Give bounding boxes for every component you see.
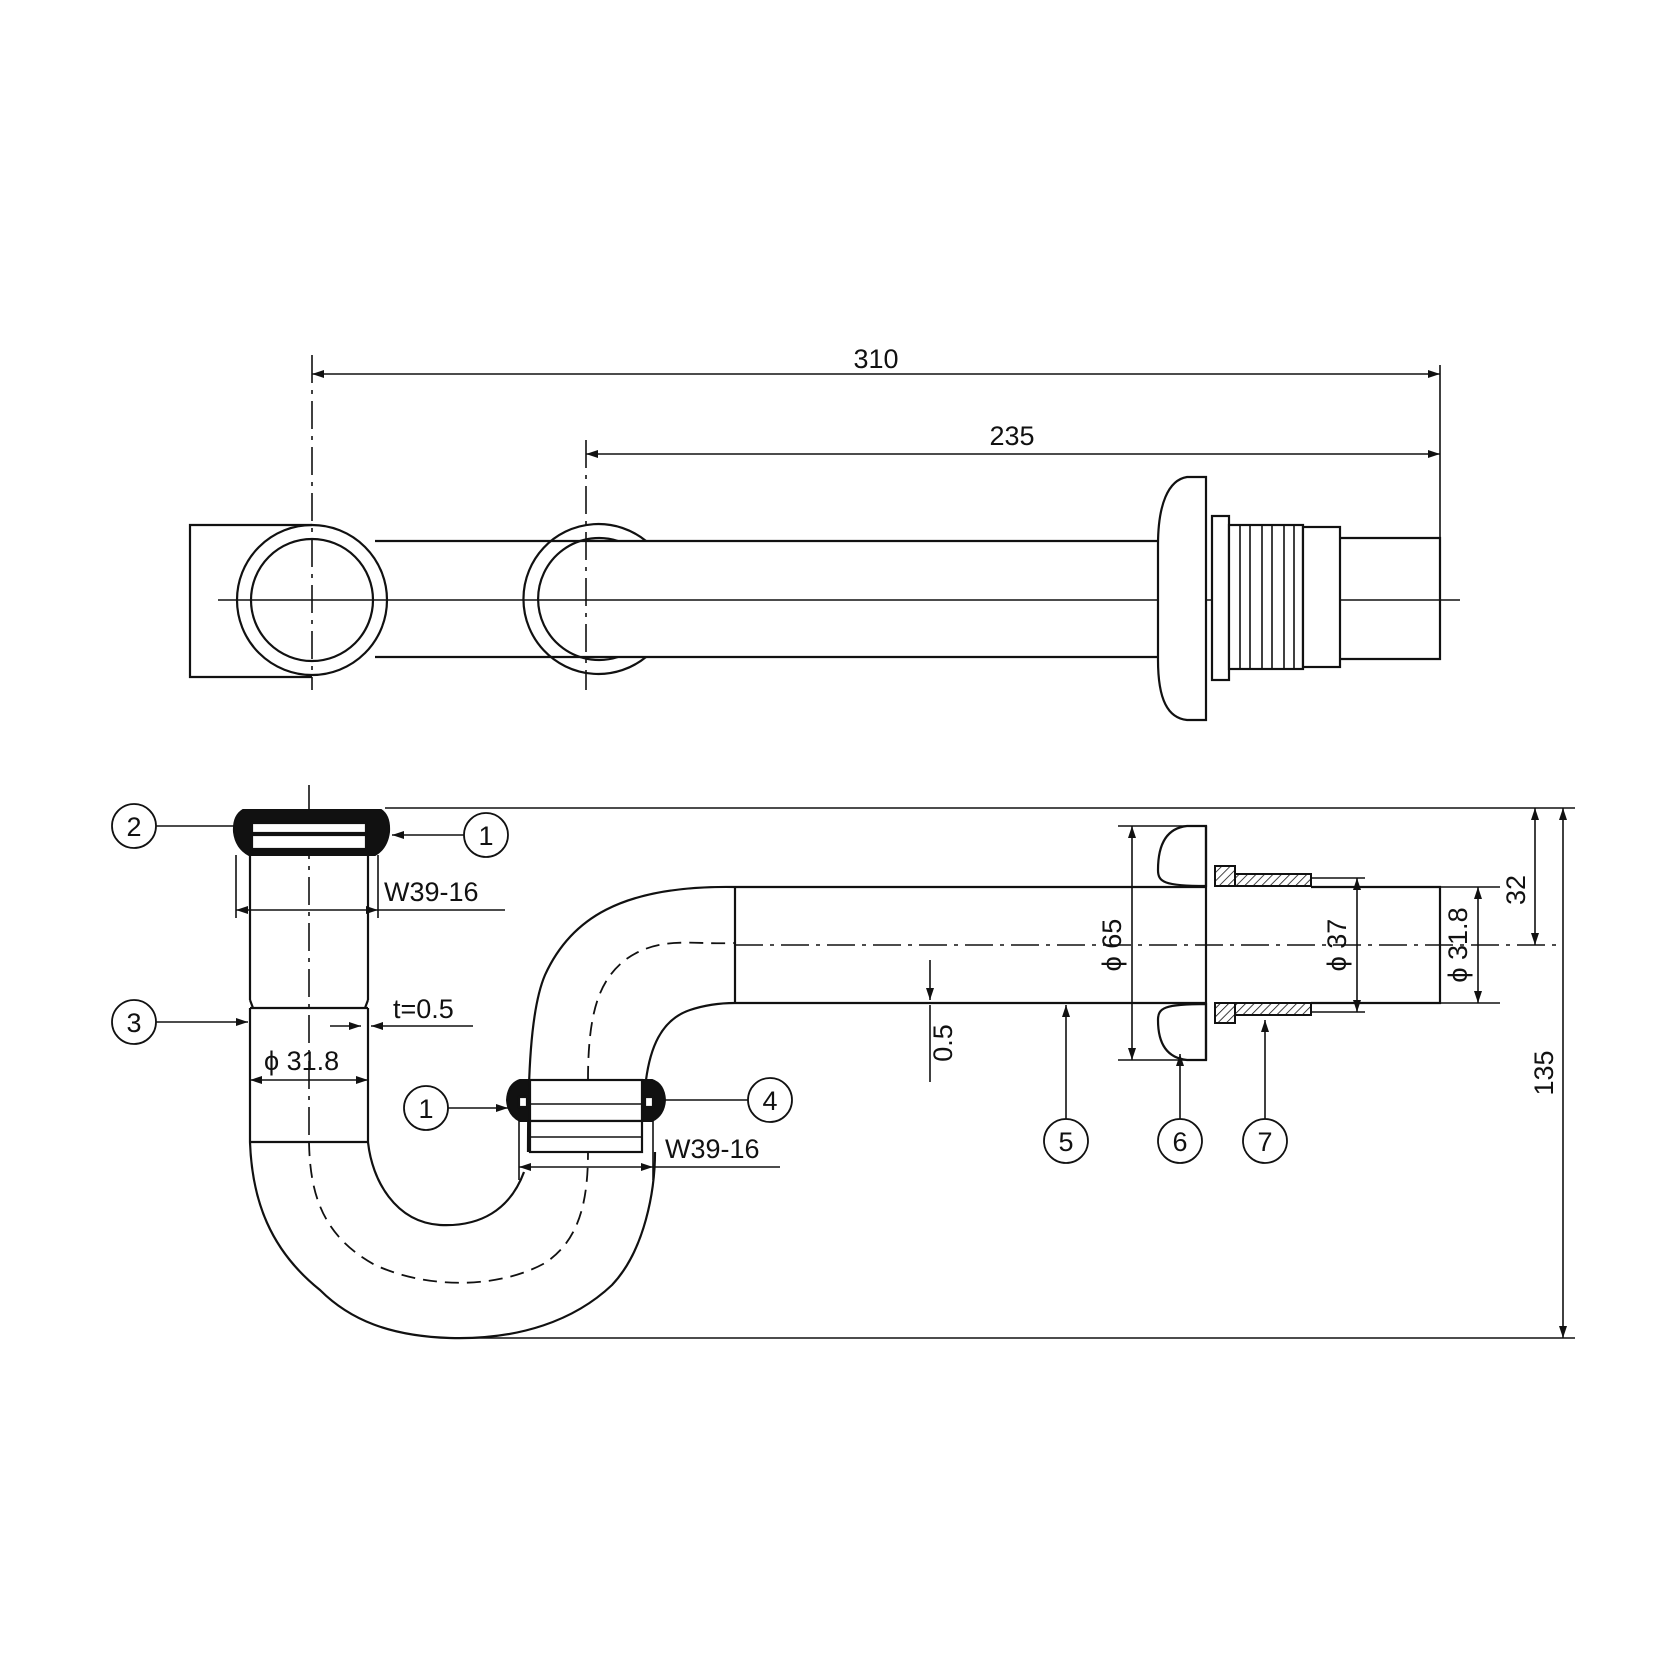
callout-3: 3 <box>111 999 248 1045</box>
top-view: 310 235 <box>188 344 1460 722</box>
j-bend-inner <box>366 1141 526 1227</box>
dim-135-label: 135 <box>1529 1050 1559 1095</box>
dim-t-label: t=0.5 <box>393 994 454 1024</box>
dim-inlet-thread-label: W39-16 <box>384 877 479 907</box>
inlet-tube-step <box>248 999 370 1009</box>
svg-text:7: 7 <box>1257 1127 1272 1157</box>
slip-nut-mid-body <box>528 1078 644 1123</box>
svg-text:1: 1 <box>418 1094 433 1124</box>
dim-phi65-label: ϕ 65 <box>1097 919 1127 972</box>
dim-phi37-label: ϕ 37 <box>1322 919 1352 972</box>
callout-7: 7 <box>1242 1020 1288 1164</box>
top-tail-end <box>1340 536 1442 661</box>
nut-upper-body <box>1234 873 1312 887</box>
top-pipe-body <box>375 539 1160 659</box>
svg-text:4: 4 <box>762 1086 777 1116</box>
flange-profile-lower <box>1156 1002 1208 1062</box>
dim-235-label: 235 <box>989 421 1034 451</box>
svg-text:5: 5 <box>1058 1127 1073 1157</box>
j-bend-centerline <box>308 1141 589 1284</box>
top-nut <box>1227 523 1305 671</box>
callout-5: 5 <box>1043 1005 1089 1164</box>
j-bend-outer <box>248 1141 657 1340</box>
svg-text:1: 1 <box>478 821 493 851</box>
slip-nut-mid-tooth-left <box>517 1095 529 1109</box>
slip-nut-top-band <box>250 821 368 835</box>
nut-upper-washer <box>1214 865 1236 887</box>
top-inlet-ring-outer <box>235 523 389 677</box>
dim-phi318-in-label: ϕ 31.8 <box>264 1046 339 1076</box>
outlet-tail <box>1311 885 1442 1005</box>
callout-4: 4 <box>665 1077 793 1123</box>
dim-310-label: 310 <box>853 344 898 374</box>
flange-profile <box>1156 824 1208 888</box>
top-flange <box>1156 475 1208 722</box>
top-nut-washer <box>1210 514 1231 682</box>
slip-nut-top-band2 <box>250 833 368 851</box>
svg-text:6: 6 <box>1172 1127 1187 1157</box>
dim-outlet-thread-label: W39-16 <box>665 1134 760 1164</box>
top-inlet-ring-inner <box>249 537 375 663</box>
riser-centerline <box>587 941 736 1081</box>
svg-text:2: 2 <box>126 812 141 842</box>
dim-32-label: 32 <box>1501 875 1531 905</box>
top-thread-body <box>1301 525 1342 669</box>
callout-1-top: 1 <box>392 812 509 858</box>
riser-inner-right <box>644 1001 736 1081</box>
top-outlet-ring-inner <box>537 536 619 662</box>
slip-nut-mid-tooth-right <box>643 1095 655 1109</box>
callout-6: 6 <box>1157 1054 1203 1164</box>
top-left-edge <box>188 523 312 679</box>
top-nut-threads <box>1239 525 1295 669</box>
callout-2: 2 <box>111 803 236 849</box>
dim-phi318-out-label: ϕ 31.8 <box>1443 907 1473 982</box>
nut-lower-washer <box>1214 1002 1236 1024</box>
nut-lower-body <box>1234 1002 1312 1016</box>
side-view: ϕ 65 ϕ 37 ϕ 31.8 32 135 0.5 W39-16 t=0.5… <box>111 785 1575 1340</box>
top-outlet-ring-outer <box>522 522 647 676</box>
svg-text:3: 3 <box>126 1008 141 1038</box>
callout-1-mid: 1 <box>403 1085 508 1131</box>
dim-wall-label: 0.5 <box>928 1024 958 1062</box>
inlet-tube <box>248 855 370 1142</box>
